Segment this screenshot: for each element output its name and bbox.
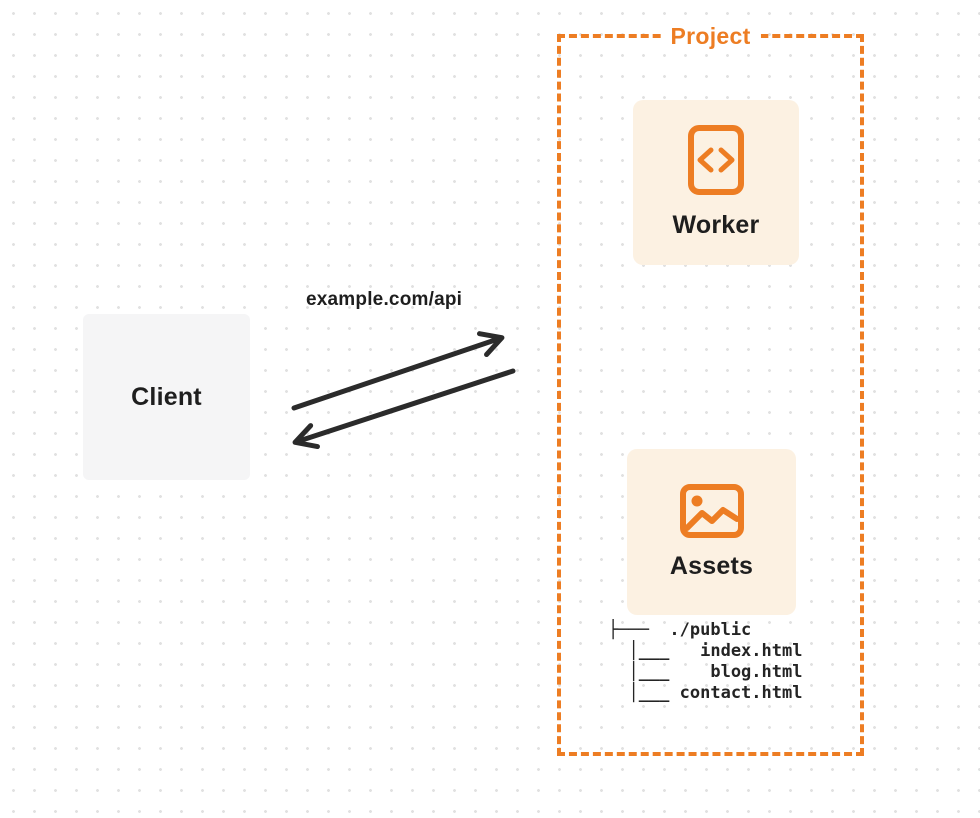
client-node: Client bbox=[83, 314, 250, 480]
client-label: Client bbox=[131, 382, 202, 411]
request-arrow bbox=[291, 331, 505, 411]
project-label: Project bbox=[660, 21, 761, 51]
assets-label: Assets bbox=[669, 551, 754, 580]
response-arrow bbox=[292, 368, 516, 450]
image-icon bbox=[679, 483, 744, 538]
project-boundary: Project Worker Assets ├─── ./public │___… bbox=[557, 21, 864, 756]
assets-file-tree: ├─── ./public │___ index.html │___ blog.… bbox=[608, 620, 803, 703]
worker-label: Worker bbox=[672, 211, 760, 239]
code-file-icon bbox=[688, 125, 744, 195]
worker-node: Worker bbox=[633, 100, 799, 265]
request-url-label: example.com/api bbox=[306, 289, 463, 310]
assets-node: Assets bbox=[627, 449, 796, 615]
